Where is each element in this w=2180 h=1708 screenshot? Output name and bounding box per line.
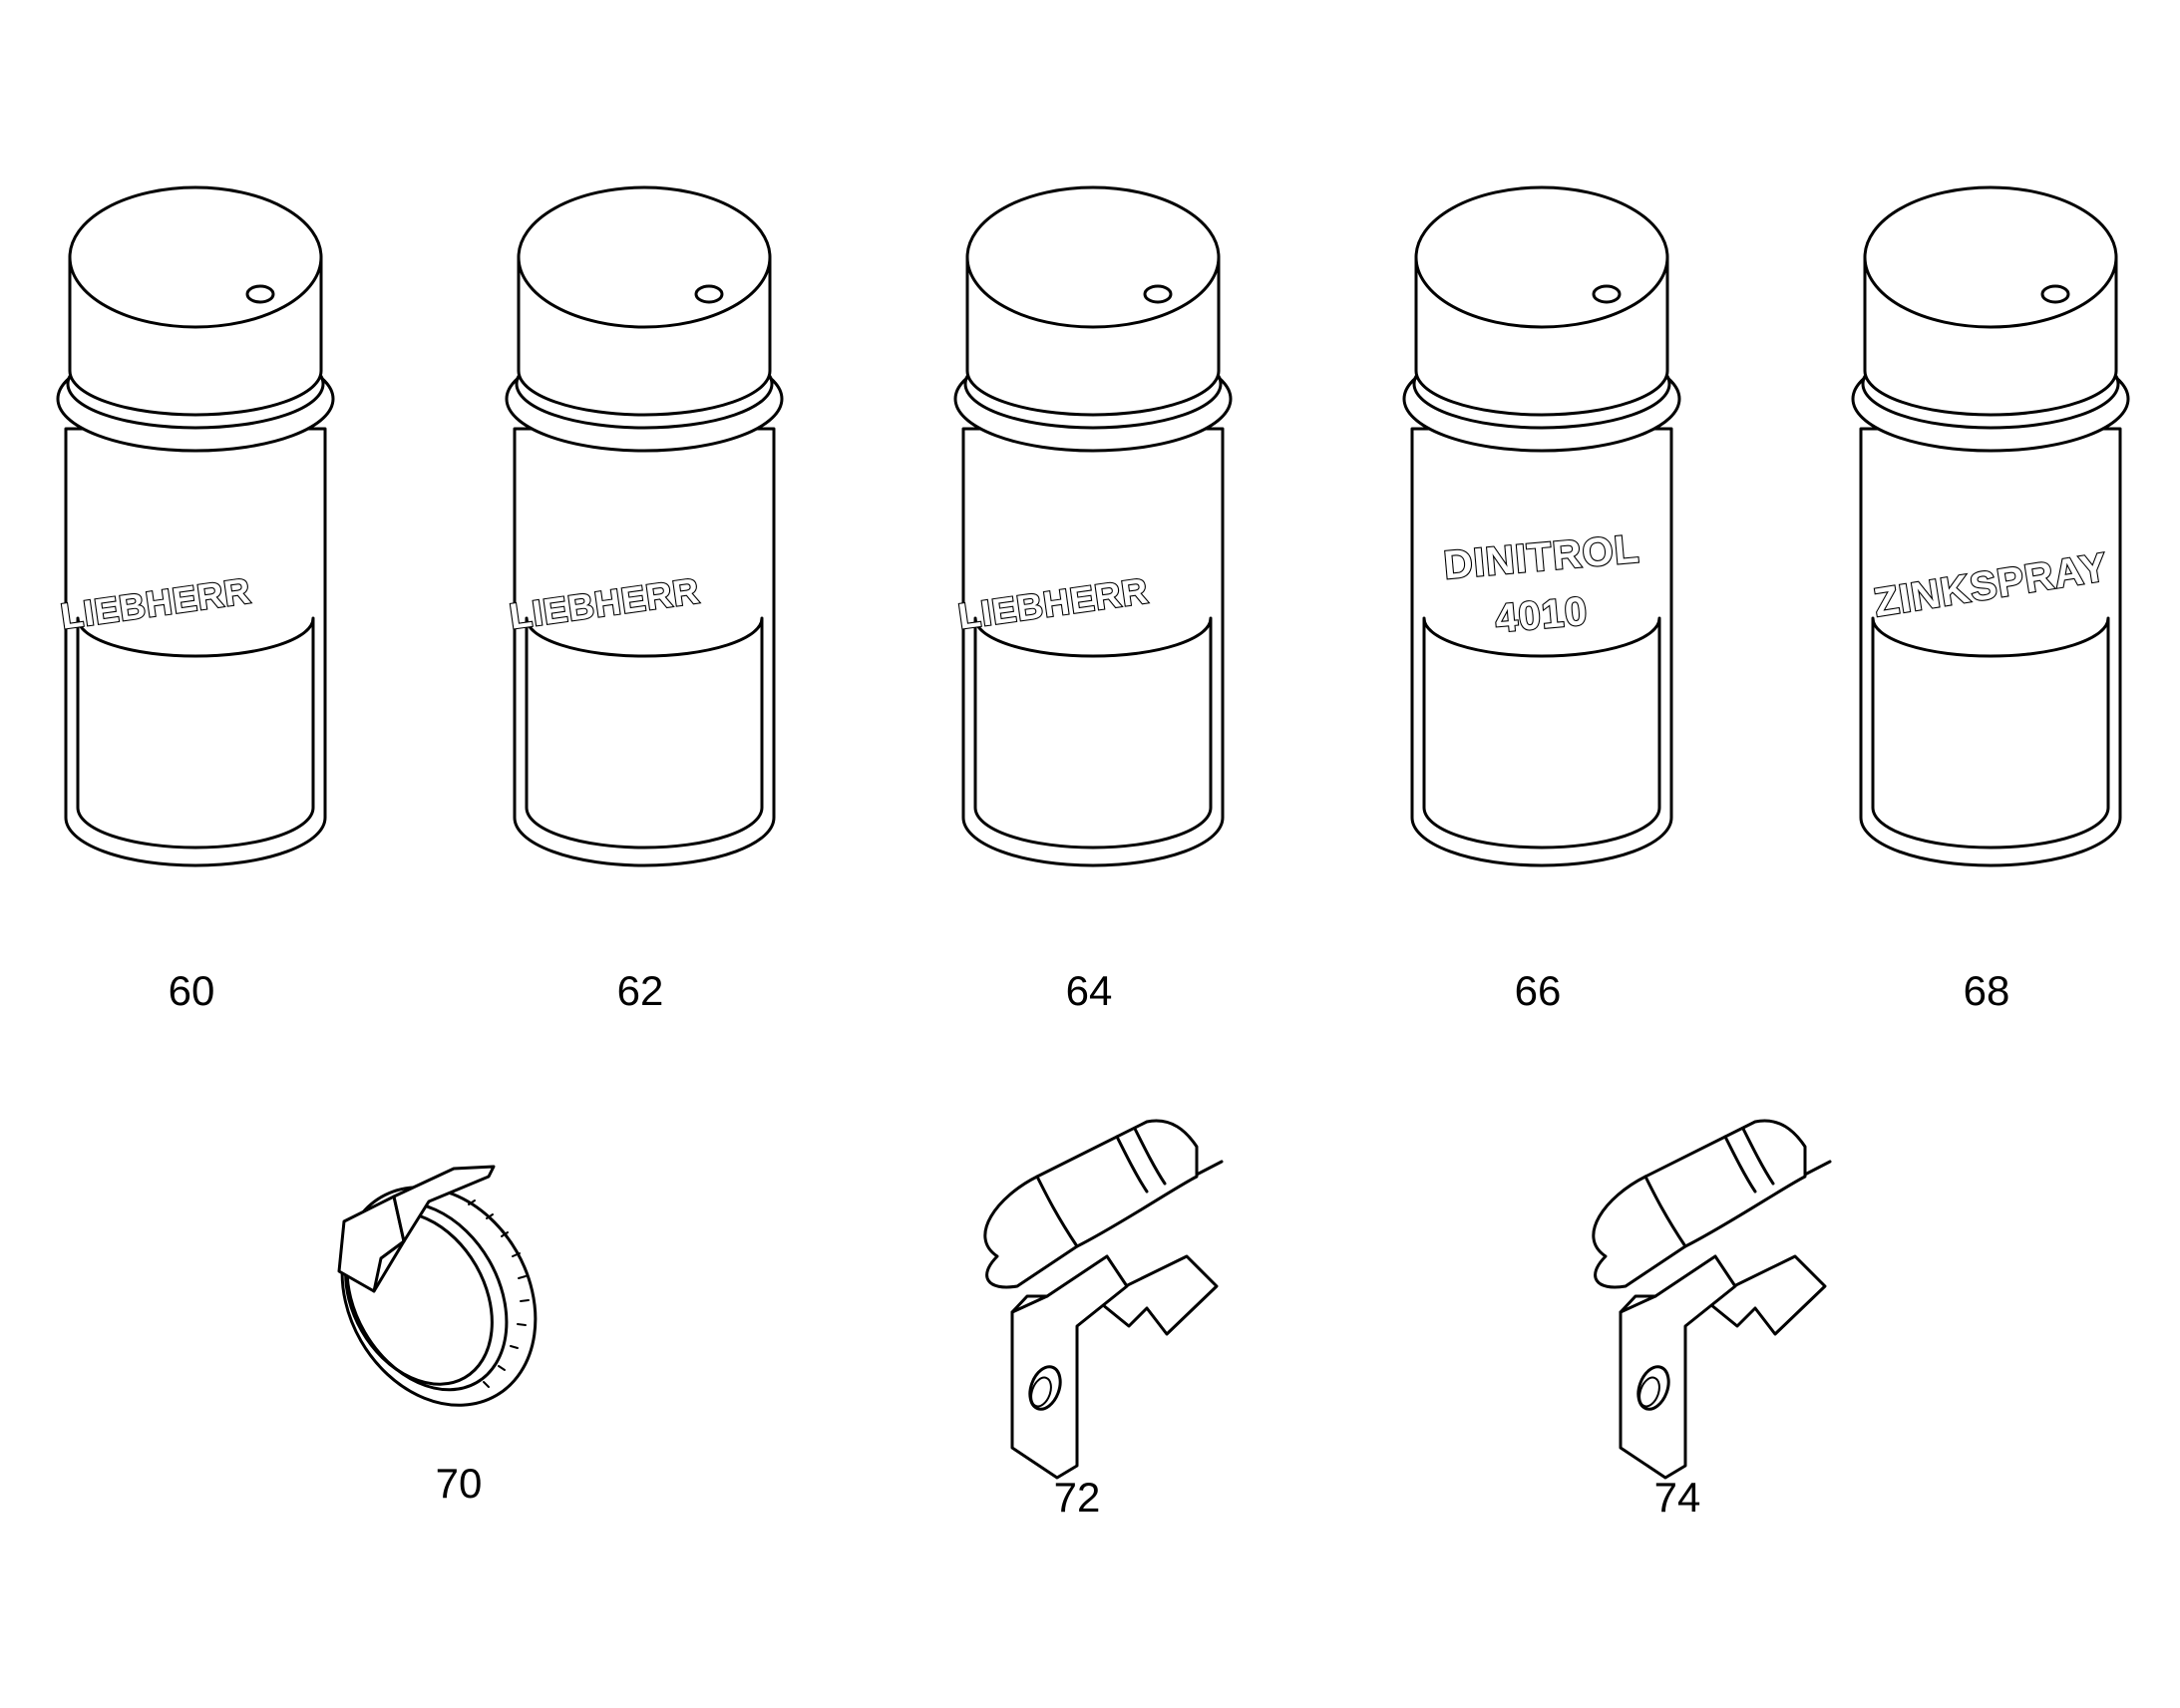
part-number-66: 66 — [1515, 967, 1562, 1014]
spray-can-60: LIEBHERR — [56, 185, 335, 867]
spray-can-68: ZINKSPRAY — [1851, 185, 2130, 867]
clip-74 — [1592, 1119, 1832, 1480]
spray-can-66: DINITROL 4010 — [1402, 185, 1681, 867]
part-number-64: 64 — [1066, 967, 1113, 1014]
spray-can-62: LIEBHERR — [505, 185, 784, 867]
can-label-line-2: 4010 — [1494, 589, 1590, 641]
part-number-62: 62 — [617, 967, 664, 1014]
part-number-68: 68 — [1964, 967, 2010, 1014]
spray-can-64: LIEBHERR — [953, 185, 1233, 867]
clip-72 — [983, 1119, 1224, 1480]
part-number-74: 74 — [1654, 1474, 1701, 1521]
hose-clamp-70 — [337, 1165, 538, 1407]
part-number-72: 72 — [1054, 1474, 1101, 1521]
part-number-60: 60 — [169, 967, 215, 1014]
part-number-70: 70 — [436, 1460, 483, 1507]
